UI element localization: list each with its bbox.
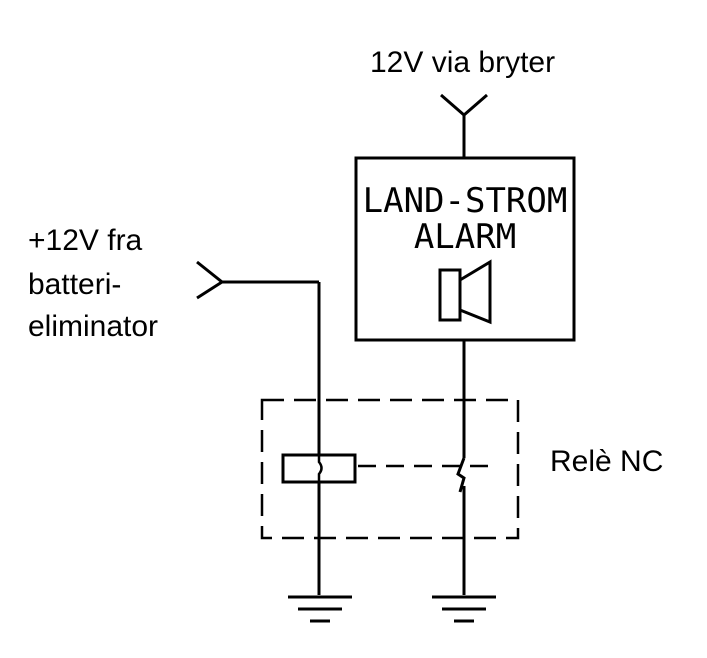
relay-label: Relè NC (550, 445, 663, 478)
alarm-box-title-line1: LAND-STROM (363, 181, 568, 221)
battery-supply-label-line2: batteri- (28, 268, 121, 301)
battery-supply-label-line3: eliminator (28, 310, 158, 343)
switched-supply-label: 12V via bryter (370, 46, 555, 79)
relay-contact (456, 340, 466, 595)
ground-icon (288, 595, 352, 623)
relay-enclosure (260, 398, 520, 540)
battery-supply-label-line1: +12V fra (28, 224, 143, 257)
switched-supply-terminal (440, 93, 488, 158)
speaker-icon (438, 259, 492, 325)
alarm-box: LAND-STROM ALARM (354, 156, 576, 342)
battery-supply-terminal (196, 260, 321, 455)
relay-coil (281, 453, 357, 484)
alarm-box-title-line2: ALARM (414, 217, 516, 257)
ground-icon (432, 595, 496, 623)
